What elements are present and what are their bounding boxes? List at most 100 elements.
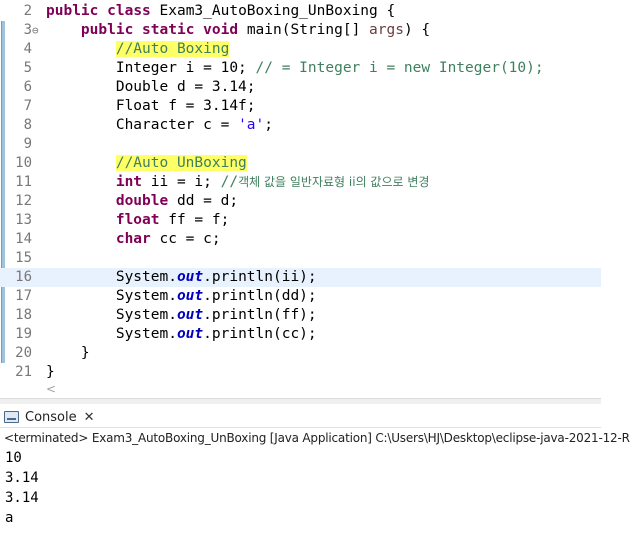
console-output-line: 10 <box>5 450 22 466</box>
code-line[interactable]: 20 } <box>0 344 601 363</box>
code-token: Integer i = 10; <box>46 60 256 76</box>
code-line[interactable]: 2 public class Exam3_AutoBoxing_UnBoxing … <box>0 2 601 21</box>
code-line[interactable]: 13 float ff = f; <box>0 211 601 230</box>
line-number: 21 <box>15 364 32 380</box>
code-token: out <box>176 326 204 342</box>
code-text: int ii = i; //객체 값을 일반자료형 ii의 값으로 변경 <box>46 173 430 192</box>
horizontal-scrollbar[interactable]: < <box>0 382 601 398</box>
console-output[interactable]: 10 3.14 3.14 a <box>0 448 601 533</box>
code-token: // <box>220 174 239 190</box>
code-line[interactable]: 11 int ii = i; //객체 값을 일반자료형 ii의 값으로 변경 <box>0 173 601 192</box>
line-number: 13 <box>15 212 32 228</box>
code-line[interactable]: 16 System.out.println(ii); <box>0 268 601 287</box>
line-number: 7 <box>23 98 32 114</box>
change-marker <box>1 21 5 363</box>
code-token: .println(ii); <box>203 269 317 285</box>
code-line[interactable]: 21} <box>0 363 601 382</box>
console-output-line: 3.14 <box>5 490 39 506</box>
code-line[interactable]: 15 <box>0 249 601 268</box>
code-text: float ff = f; <box>46 211 230 230</box>
code-text: Float f = 3.14f; <box>46 97 256 116</box>
code-line[interactable]: 19 System.out.println(cc); <box>0 325 601 344</box>
console-status-line: <terminated> Exam3_AutoBoxing_UnBoxing [… <box>4 431 630 445</box>
line-number: 20 <box>15 345 32 361</box>
code-token: Character c = <box>46 117 239 133</box>
line-number: 9 <box>23 136 32 152</box>
line-number: 12 <box>15 193 32 209</box>
code-line[interactable]: 7 Float f = 3.14f; <box>0 97 601 116</box>
code-text: //Auto UnBoxing <box>46 154 247 173</box>
line-number: 11 <box>15 174 32 190</box>
code-text: //Auto Boxing <box>46 40 230 59</box>
line-number: 2 <box>23 3 32 19</box>
code-token: out <box>176 269 204 285</box>
scroll-left-icon[interactable]: < <box>46 382 57 396</box>
code-line[interactable]: 3⊖ public static void main(String[] args… <box>0 21 601 40</box>
code-line[interactable]: 9 <box>0 135 601 154</box>
code-line[interactable]: 6 Double d = 3.14; <box>0 78 601 97</box>
code-line[interactable]: 4 //Auto Boxing <box>0 40 601 59</box>
code-token: ; <box>264 117 273 133</box>
code-token <box>46 212 116 228</box>
code-token: 'a' <box>238 117 265 133</box>
code-token: public <box>46 3 99 19</box>
code-token <box>46 22 81 38</box>
code-token: main(String[] <box>238 22 370 38</box>
line-number: 14 <box>15 231 32 247</box>
code-line[interactable]: 12 double dd = d; <box>0 192 601 211</box>
code-token: //Auto Boxing <box>115 41 230 57</box>
code-token: .println(dd); <box>203 288 317 304</box>
code-token: } <box>46 345 90 361</box>
code-token: Exam3_AutoBoxing_UnBoxing { <box>150 3 396 19</box>
code-token: .println(cc); <box>203 326 317 342</box>
code-token: class <box>107 3 151 19</box>
code-token: double <box>115 193 169 209</box>
code-token: .println(ff); <box>203 307 317 323</box>
code-token: int <box>115 174 143 190</box>
fold-collapse-icon[interactable]: ⊖ <box>32 24 39 37</box>
console-output-line: a <box>5 510 14 526</box>
close-icon[interactable]: ✕ <box>83 409 95 425</box>
code-token <box>46 193 116 209</box>
code-line[interactable]: 8 Character c = 'a'; <box>0 116 601 135</box>
line-number: 19 <box>15 326 32 342</box>
code-line[interactable]: 10 //Auto UnBoxing <box>0 154 601 173</box>
code-text: } <box>46 363 55 382</box>
code-text: public static void main(String[] args) { <box>46 21 430 40</box>
code-text: System.out.println(dd); <box>46 287 317 306</box>
line-number: 8 <box>23 117 32 133</box>
code-token <box>46 41 116 57</box>
panel-divider[interactable] <box>0 398 601 404</box>
line-number: 18 <box>15 307 32 323</box>
code-token: System. <box>46 288 177 304</box>
code-token: ) { <box>403 22 431 38</box>
code-token: char <box>115 231 151 247</box>
code-token: out <box>176 307 204 323</box>
code-editor[interactable]: 2 public class Exam3_AutoBoxing_UnBoxing … <box>0 0 601 382</box>
code-token: System. <box>46 307 177 323</box>
code-token: //Auto UnBoxing <box>115 155 247 171</box>
console-output-line: 3.14 <box>5 470 39 486</box>
code-text: } <box>46 344 90 363</box>
code-token: static <box>142 22 195 38</box>
code-token: cc = c; <box>150 231 221 247</box>
tab-console[interactable]: Console ✕ <box>4 407 95 427</box>
overview-ruler <box>0 0 6 366</box>
code-token: void <box>203 22 239 38</box>
code-line[interactable]: 5 Integer i = 10; // = Integer i = new I… <box>0 59 601 78</box>
code-token: dd = d; <box>168 193 239 209</box>
code-token <box>46 174 116 190</box>
code-text: Double d = 3.14; <box>46 78 256 97</box>
code-token: ii = i; <box>142 174 221 190</box>
line-number: 5 <box>23 60 32 76</box>
line-number: 3 <box>23 22 32 38</box>
code-token: ff = f; <box>159 212 230 228</box>
code-line[interactable]: 14 char cc = c; <box>0 230 601 249</box>
code-line[interactable]: 18 System.out.println(ff); <box>0 306 601 325</box>
code-text: double dd = d; <box>46 192 238 211</box>
code-token: args <box>369 22 404 38</box>
code-token: 객체 값을 일반자료형 ii의 값으로 변경 <box>238 175 430 189</box>
code-text: public class Exam3_AutoBoxing_UnBoxing { <box>46 2 395 21</box>
code-line[interactable]: 17 System.out.println(dd); <box>0 287 601 306</box>
code-text: char cc = c; <box>46 230 221 249</box>
